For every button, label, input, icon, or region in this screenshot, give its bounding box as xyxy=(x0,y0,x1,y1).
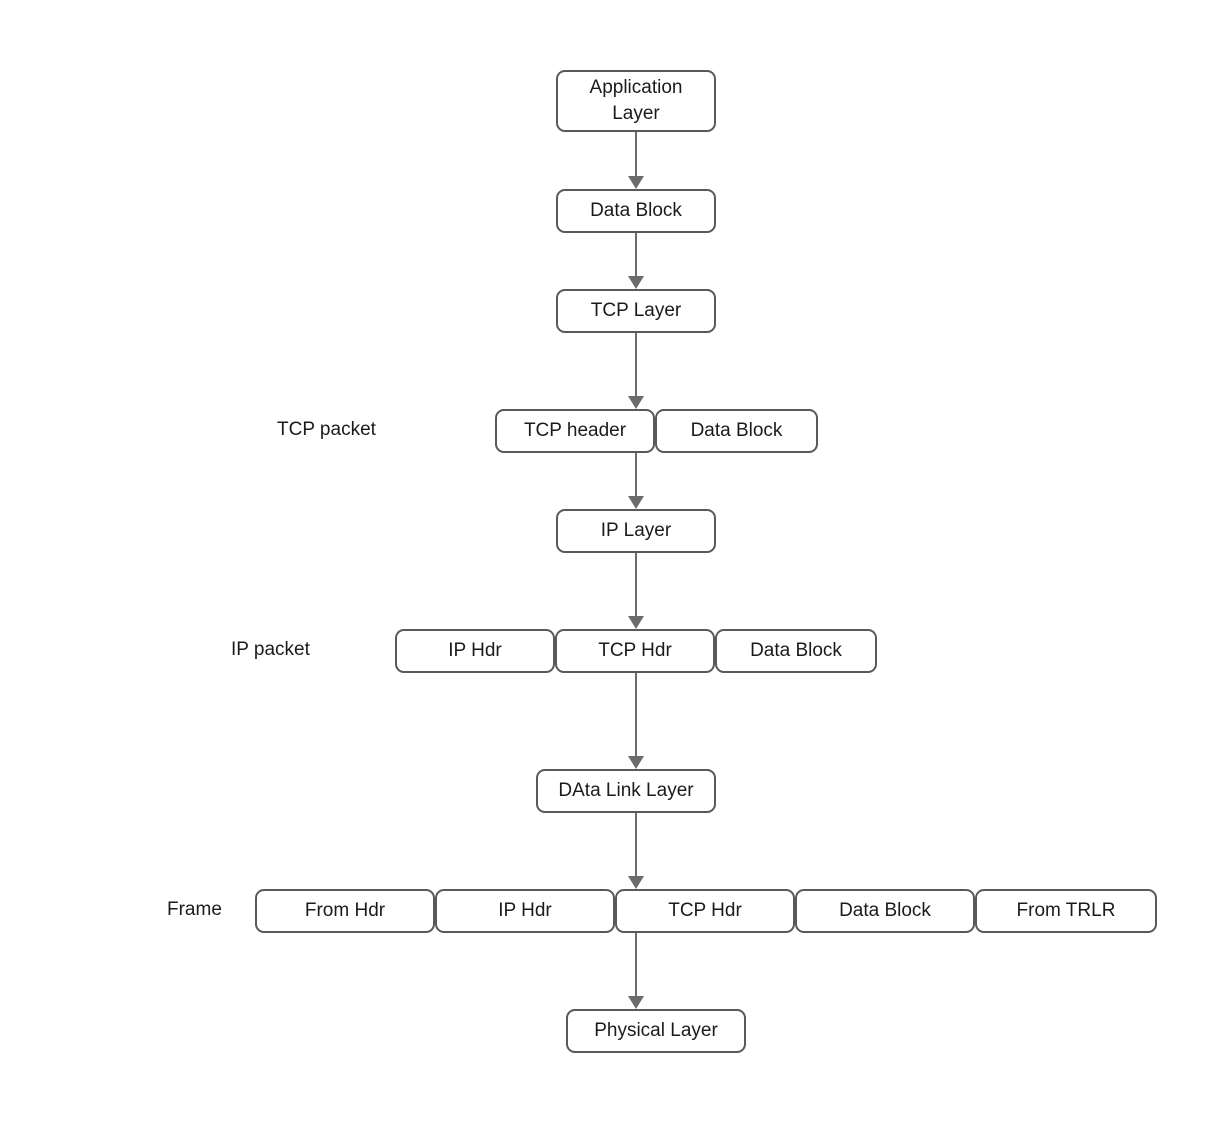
arrow-tcplayer-to-tcppacket xyxy=(626,333,646,409)
arrow-head-icon xyxy=(628,396,644,409)
arrow-shaft xyxy=(635,333,637,396)
arrow-ippacket-to-datalink xyxy=(626,629,646,769)
caption-frame: Frame xyxy=(167,899,222,920)
segment-tcp-packet-0: TCP header xyxy=(495,409,655,453)
segment-frame-1: IP Hdr xyxy=(435,889,615,933)
arrow-shaft xyxy=(635,132,637,176)
arrow-head-icon xyxy=(628,616,644,629)
segment-tcp-packet-1: Data Block xyxy=(655,409,818,453)
segment-ip-packet-1: TCP Hdr xyxy=(555,629,715,673)
arrow-frame-to-physical xyxy=(626,889,646,1009)
segment-frame-0: From Hdr xyxy=(255,889,435,933)
caption-ip-packet: IP packet xyxy=(231,639,310,660)
segment-frame-2: TCP Hdr xyxy=(615,889,795,933)
arrow-head-icon xyxy=(628,496,644,509)
arrow-iplayer-to-ippacket xyxy=(626,553,646,629)
arrow-head-icon xyxy=(628,876,644,889)
node-ip-layer: IP Layer xyxy=(556,509,716,553)
arrow-datablock-to-tcplayer xyxy=(626,233,646,289)
arrow-head-icon xyxy=(628,176,644,189)
segment-frame-3: Data Block xyxy=(795,889,975,933)
arrow-shaft xyxy=(635,553,637,616)
node-application-layer: Application Layer xyxy=(556,70,716,132)
node-data-block: Data Block xyxy=(556,189,716,233)
segment-ip-packet-0: IP Hdr xyxy=(395,629,555,673)
segment-frame-4: From TRLR xyxy=(975,889,1157,933)
node-tcp-layer: TCP Layer xyxy=(556,289,716,333)
arrow-app-to-datablock xyxy=(626,132,646,189)
node-data-link-layer: DAta Link Layer xyxy=(536,769,716,813)
arrow-shaft xyxy=(635,889,637,996)
segment-ip-packet-2: Data Block xyxy=(715,629,877,673)
caption-tcp-packet: TCP packet xyxy=(277,419,376,440)
arrow-shaft xyxy=(635,233,637,276)
arrow-shaft xyxy=(635,813,637,876)
arrow-head-icon xyxy=(628,756,644,769)
arrow-head-icon xyxy=(628,996,644,1009)
arrow-datalink-to-frame xyxy=(626,813,646,889)
arrow-head-icon xyxy=(628,276,644,289)
node-physical-layer: Physical Layer xyxy=(566,1009,746,1053)
arrow-shaft xyxy=(635,629,637,756)
